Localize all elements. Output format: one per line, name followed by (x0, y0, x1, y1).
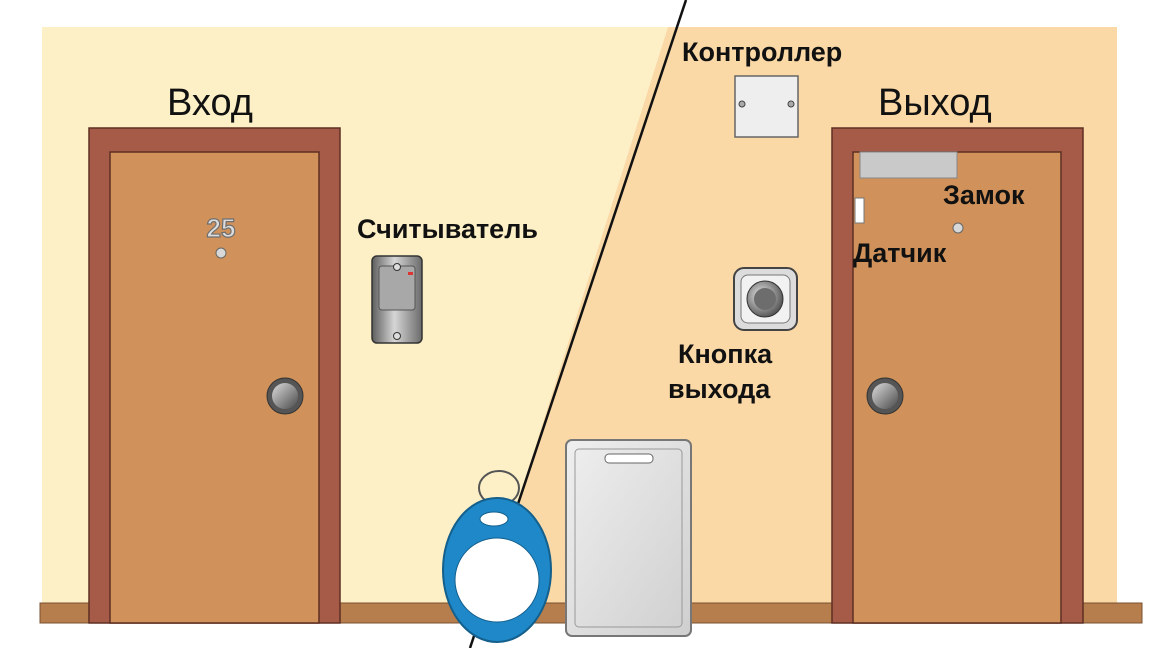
lock-device (859, 151, 958, 179)
exit-button-device (733, 267, 798, 331)
exit-door-peephole (952, 222, 964, 234)
exit-door-knob (866, 377, 904, 415)
exit-label: Выход (878, 82, 992, 124)
exit-door (831, 127, 1084, 624)
entrance-door-knob (266, 377, 304, 415)
controller-label: Контроллер (682, 37, 842, 67)
proximity-card (565, 439, 692, 637)
key-fob (442, 470, 552, 643)
exit-button-label-line1: Кнопка (678, 339, 773, 369)
card-reader-device (371, 255, 423, 344)
entrance-door-number: 25 (207, 213, 236, 243)
lock-label: Замок (943, 180, 1025, 210)
controller-device (734, 75, 799, 138)
entrance-label: Вход (167, 82, 253, 124)
entrance-door-peephole (215, 247, 227, 259)
entrance-door: 25 (88, 127, 341, 624)
exit-button-label-line2: выхода (668, 374, 771, 404)
sensor-label: Датчик (853, 238, 947, 268)
door-sensor-device (854, 197, 865, 224)
reader-label: Считыватель (357, 214, 538, 244)
